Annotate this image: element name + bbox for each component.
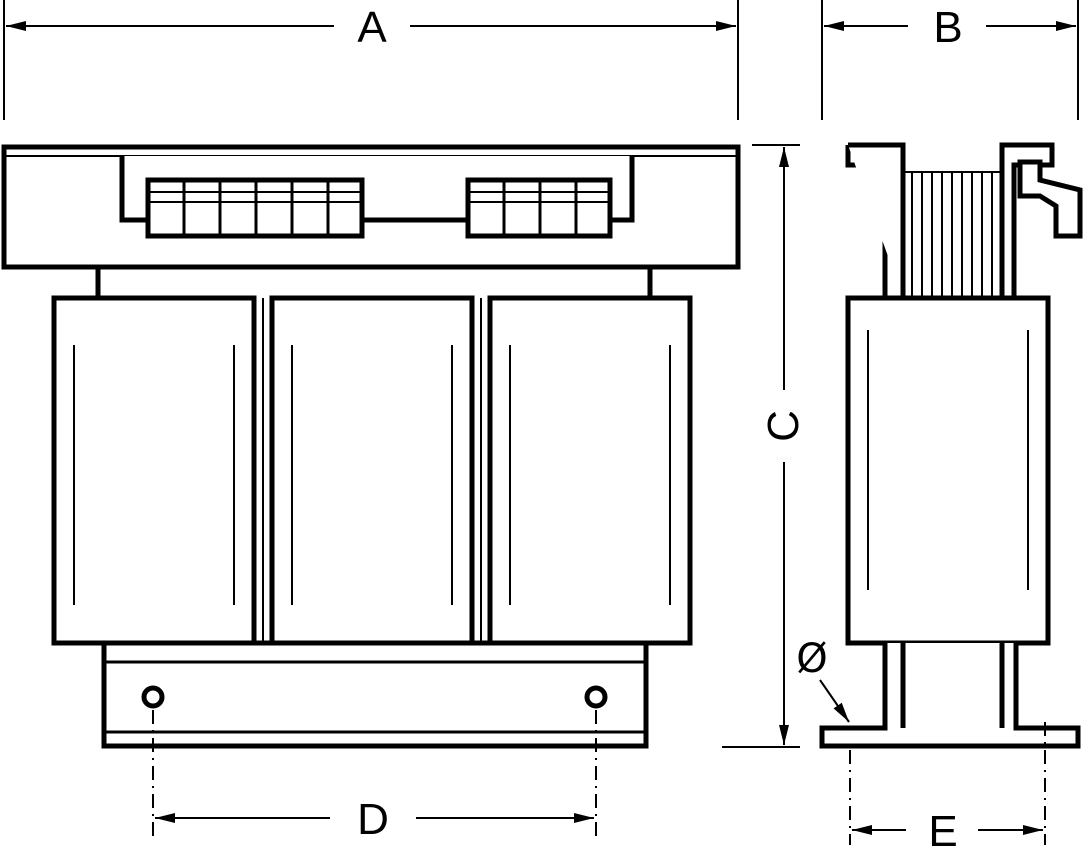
terminal-block-left — [145, 177, 365, 239]
dimension-label-a: A — [357, 3, 387, 52]
mounting-hole-right — [584, 685, 608, 709]
dimension-a: A — [3, 0, 739, 120]
side-mounting-foot — [819, 643, 1081, 749]
dimension-label-c: C — [759, 410, 808, 442]
dimension-e: E — [849, 722, 1046, 848]
dimension-label-diameter: Ø — [796, 636, 827, 682]
coil-left — [51, 295, 257, 646]
side-view — [819, 142, 1083, 749]
dimension-c: C — [722, 144, 808, 748]
side-laminations-top — [903, 171, 1002, 298]
dimension-b: B — [821, 0, 1079, 120]
coil-middle — [269, 295, 475, 646]
mounting-base — [101, 640, 649, 749]
terminal-block-right — [465, 177, 613, 239]
dimension-label-b: B — [933, 3, 962, 52]
side-top-bracket — [845, 142, 1083, 298]
core-top — [95, 267, 653, 298]
dimension-label-d: D — [357, 795, 389, 844]
coil-right — [487, 295, 693, 646]
front-view — [1, 144, 741, 749]
mounting-hole-left — [141, 685, 165, 709]
dimension-d: D — [152, 710, 597, 844]
side-coil — [845, 295, 1051, 646]
dimension-diameter: Ø — [796, 636, 850, 723]
dimension-label-e: E — [928, 807, 957, 848]
terminal-housing — [1, 144, 741, 270]
